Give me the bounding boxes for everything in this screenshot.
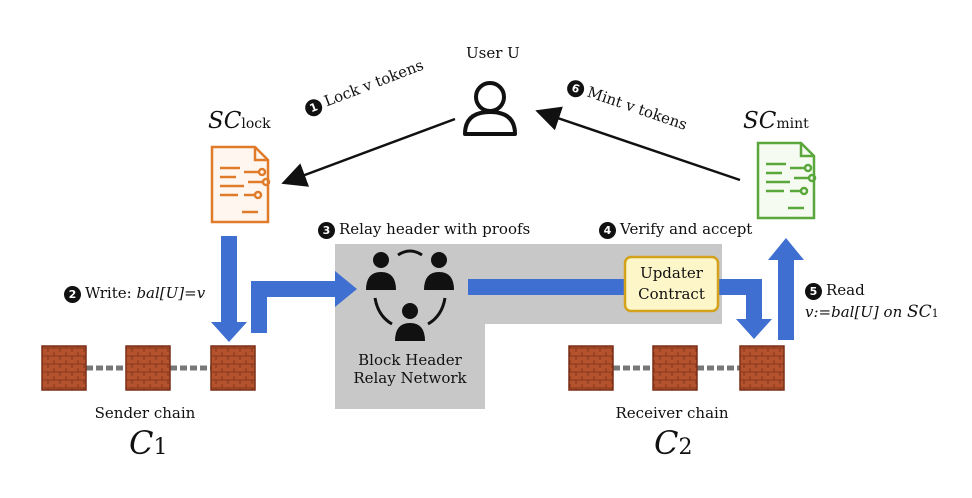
- sc-mint-label: SCmint: [743, 108, 809, 134]
- sender-block-2: [125, 345, 171, 391]
- receiver-chain: [568, 345, 785, 391]
- relay-network-label: Block Header Relay Network: [353, 351, 467, 387]
- network-group-icon: [366, 249, 454, 341]
- user-label: User U: [466, 44, 520, 62]
- receiver-chain-label: Receiver chain: [615, 404, 729, 422]
- sender-chain: [41, 345, 256, 391]
- sc-mint-contract-icon: [756, 141, 817, 220]
- receiver-block-3: [739, 345, 785, 391]
- receiver-chain-symbol: C2: [654, 424, 693, 462]
- step5-expression: v:=bal[U] on SC1: [805, 302, 939, 322]
- user-icon: [463, 81, 517, 136]
- blue-flow-arrows: [211, 236, 804, 342]
- sender-chain-label: Sender chain: [94, 404, 196, 422]
- receiver-block-1: [568, 345, 614, 391]
- sc-lock-contract-icon: [210, 145, 271, 224]
- mint-arrow: [535, 106, 741, 182]
- receiver-block-2: [652, 345, 698, 391]
- updater-contract-label: Updater Contract: [638, 264, 705, 303]
- lock-arrow: [281, 117, 456, 187]
- sender-chain-symbol: C1: [129, 424, 168, 462]
- sender-block-3: [210, 345, 256, 391]
- sender-block-1: [41, 345, 87, 391]
- updater-contract-box: [623, 255, 720, 313]
- sc-lock-label: SClock: [208, 108, 271, 134]
